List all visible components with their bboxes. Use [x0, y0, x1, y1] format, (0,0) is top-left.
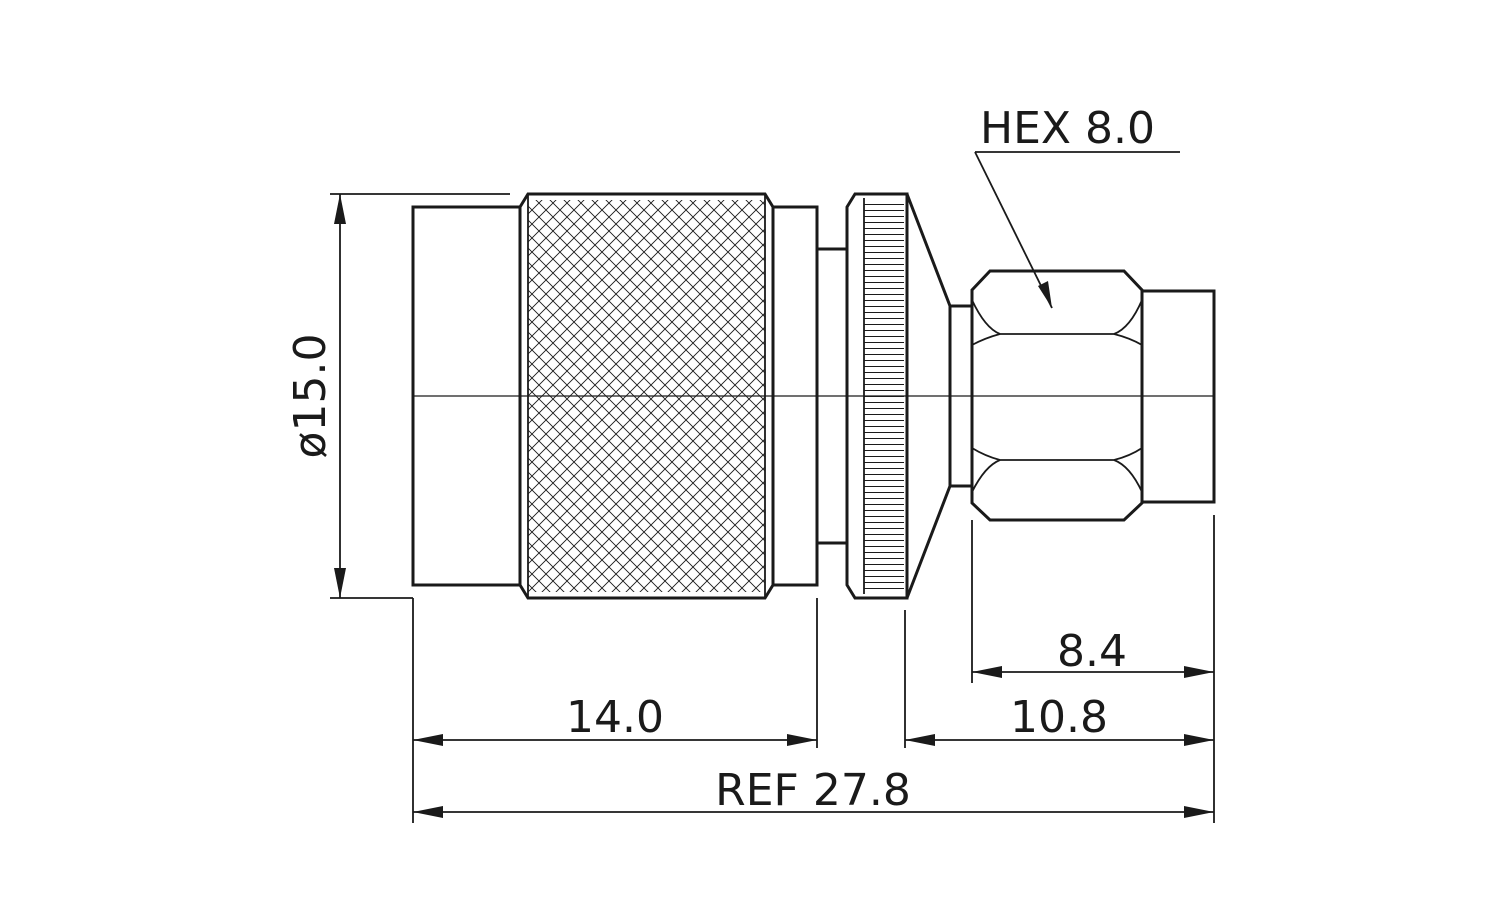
dimension-tip-label: 8.4 [1057, 626, 1127, 677]
diameter-label: ø15.0 [285, 334, 336, 459]
dimension-total-label: REF 27.8 [715, 765, 911, 816]
extension-lines [412, 515, 1215, 823]
dimension-left-label: 14.0 [566, 692, 664, 743]
dimension-total: REF 27.8 [413, 765, 1214, 818]
diameter-dimension: ø15.0 [285, 193, 510, 599]
dimension-right-label: 10.8 [1010, 692, 1108, 743]
dimension-right: 10.8 [905, 692, 1214, 746]
dimension-left: 14.0 [413, 692, 817, 746]
hex-leader: HEX 8.0 [974, 103, 1180, 309]
hex-label: HEX 8.0 [980, 103, 1155, 154]
dimension-tip: 8.4 [972, 626, 1214, 678]
